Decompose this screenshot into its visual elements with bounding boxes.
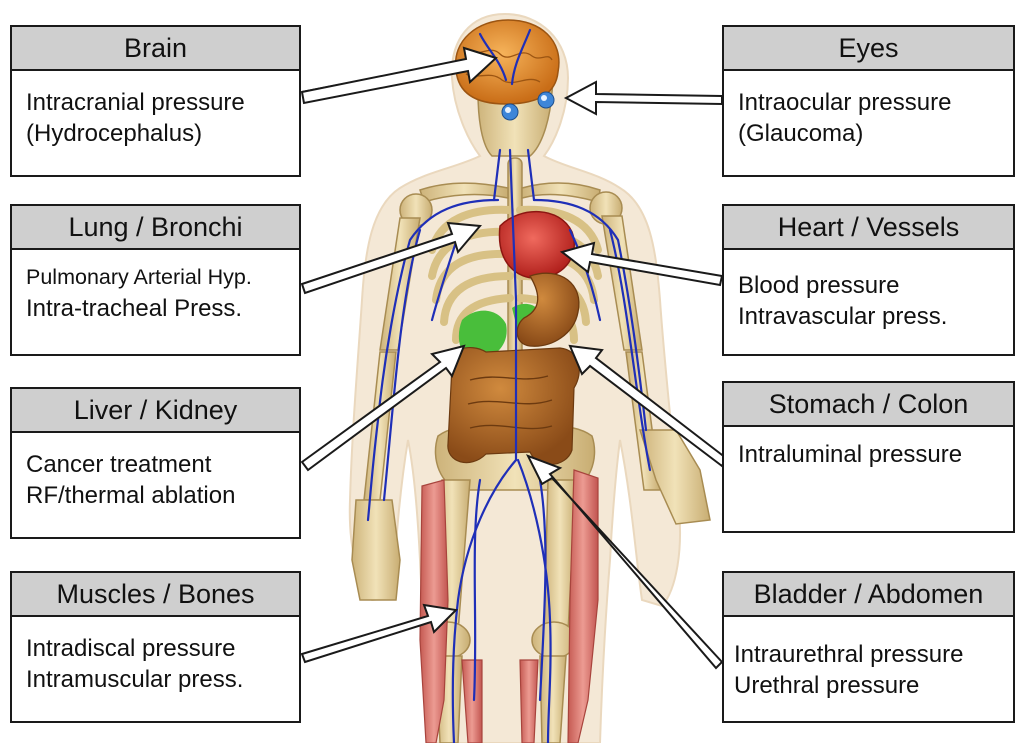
label-line: Pulmonary Arterial Hyp. <box>26 265 252 289</box>
arrow-stomach <box>568 344 728 468</box>
blood-vessels <box>366 28 652 743</box>
label-box-bladder: Bladder / Abdomen Intraurethral pressure… <box>722 571 1015 723</box>
label-text-bladder: Intraurethral pressure Urethral pressure <box>724 617 1013 701</box>
label-line: RF/thermal ablation <box>26 482 236 509</box>
label-box-lung: Lung / Bronchi Pulmonary Arterial Hyp. I… <box>10 204 301 356</box>
label-box-stomach: Stomach / Colon Intraluminal pressure <box>722 381 1015 533</box>
label-box-brain: Brain Intracranial pressure (Hydrocephal… <box>10 25 301 177</box>
label-line: Intradiscal pressure <box>26 635 236 662</box>
label-line: (Glaucoma) <box>738 120 864 147</box>
label-title-muscles: Muscles / Bones <box>12 573 299 617</box>
label-text-liver: Cancer treatment RF/thermal ablation <box>12 433 299 511</box>
label-title-bladder: Bladder / Abdomen <box>724 573 1013 617</box>
label-line: Urethral pressure <box>734 672 920 699</box>
label-text-eyes: Intraocular pressure (Glaucoma) <box>724 71 1013 149</box>
label-line: Blood pressure <box>738 272 900 299</box>
label-line: Intracranial pressure <box>26 89 245 116</box>
label-box-heart: Heart / Vessels Blood pressure Intravasc… <box>722 204 1015 356</box>
pointer-arrows <box>300 46 728 670</box>
arrow-heart <box>559 241 724 287</box>
label-title-heart: Heart / Vessels <box>724 206 1013 250</box>
label-line: Intra-tracheal Press. <box>26 295 243 322</box>
label-text-stomach: Intraluminal pressure <box>724 427 1013 470</box>
label-line: Intramuscular press. <box>26 666 244 693</box>
label-title-brain: Brain <box>12 27 299 71</box>
label-title-stomach: Stomach / Colon <box>724 383 1013 427</box>
label-title-liver: Liver / Kidney <box>12 389 299 433</box>
arrow-muscles <box>300 603 459 664</box>
label-text-muscles: Intradiscal pressure Intramuscular press… <box>12 617 299 695</box>
arrow-eyes <box>563 80 723 116</box>
arrow-liver <box>300 344 466 472</box>
heart-organ <box>498 211 575 279</box>
label-text-lung: Pulmonary Arterial Hyp. Intra-tracheal P… <box>12 250 299 324</box>
label-text-heart: Blood pressure Intravascular press. <box>724 250 1013 332</box>
eye-organs <box>501 91 555 121</box>
label-text-brain: Intracranial pressure (Hydrocephalus) <box>12 71 299 149</box>
arrow-brain <box>300 46 498 105</box>
label-box-muscles: Muscles / Bones Intradiscal pressure Int… <box>10 571 301 723</box>
label-line: Intraocular pressure <box>738 89 952 116</box>
label-box-eyes: Eyes Intraocular pressure (Glaucoma) <box>722 25 1015 177</box>
label-title-lung: Lung / Bronchi <box>12 206 299 250</box>
label-box-liver: Liver / Kidney Cancer treatment RF/therm… <box>10 387 301 539</box>
label-line: Intravascular press. <box>738 303 948 330</box>
brain-organ <box>454 19 560 105</box>
intestines <box>447 347 580 466</box>
label-line: Intraluminal pressure <box>738 441 963 468</box>
label-line: (Hydrocephalus) <box>26 120 203 147</box>
stomach-organ <box>516 272 580 347</box>
label-title-eyes: Eyes <box>724 27 1013 71</box>
arrow-lung <box>300 221 483 295</box>
label-line: Intraurethral pressure <box>734 641 964 668</box>
arrow-bladder <box>525 454 724 670</box>
label-line: Cancer treatment <box>26 451 212 478</box>
